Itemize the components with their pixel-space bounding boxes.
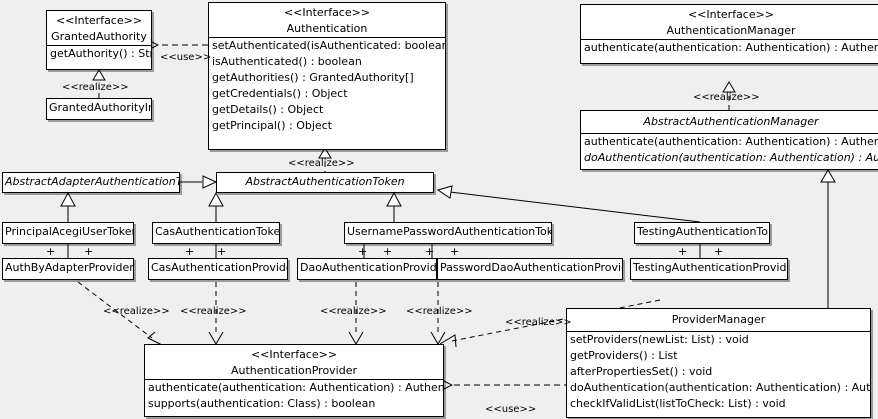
member-authenticate: authenticate(authentication: Authenticat… (584, 41, 878, 54)
member-list-authentication-provider: authenticate(authentication: Authenticat… (145, 380, 443, 412)
member-set-providers: setProviders(newList: List) : void (570, 333, 749, 346)
edge-label-realize-testing-provider: <<realize>> (505, 317, 572, 328)
edge-label-realize-authentication-manager: <<realize>> (693, 92, 760, 103)
member-do-authentication: doAuthentication(authentication: Authent… (570, 381, 870, 394)
edge-label-use-granted-authority: <<use>> (160, 52, 212, 63)
class-name-granted-authority: GrantedAuthority (51, 30, 147, 43)
class-box-principal-acegi-user-token[interactable]: PrincipalAcegiUserToken (2, 222, 134, 244)
member-list-provider-manager: setProviders(newList: List) : void getPr… (567, 332, 870, 412)
class-name-granted-authority-impl: GrantedAuthorityImpl (49, 101, 151, 114)
divider (145, 379, 443, 380)
member-get-authority: getAuthority() : String (50, 47, 151, 60)
edge-label-realize-granted-authority-impl: <<realize>> (62, 82, 129, 93)
class-box-dao-authentication-provider[interactable]: DaoAuthenticationProvider (297, 258, 437, 280)
member-check-if-valid-list: checkIfValidList(listToCheck: List) : vo… (570, 397, 786, 410)
class-box-authentication-provider[interactable]: <<Interface>> AuthenticationProvider aut… (144, 344, 444, 417)
role-marker-plus: + (450, 245, 460, 258)
class-box-abstract-authentication-token[interactable]: AbstractAuthenticationToken (216, 172, 434, 193)
class-name-password-dao-authentication-provider: PasswordDaoAuthenticationProvider (440, 261, 622, 274)
stereotype-label: <<Interface>> (687, 8, 775, 21)
member-get-providers: getProviders() : List (570, 349, 678, 362)
member-supports: supports(authentication: Class) : boolea… (148, 397, 376, 410)
class-name-cas-authentication-provider: CasAuthenticationProvider (151, 261, 287, 274)
class-name-abstract-authentication-token: AbstractAuthenticationToken (245, 175, 405, 188)
stereotype-label: <<Interface>> (250, 348, 338, 361)
divider (209, 37, 445, 38)
class-name-cas-authentication-token: CasAuthenticationToken (155, 225, 279, 238)
member-authenticate: authenticate(authentication: Authenticat… (584, 135, 878, 148)
divider (567, 331, 870, 332)
class-box-auth-by-adapter-provider[interactable]: AuthByAdapterProvider (2, 258, 134, 280)
divider (581, 133, 878, 134)
member-list-authentication-manager: authenticate(authentication: Authenticat… (581, 40, 878, 56)
role-marker-plus: + (678, 245, 688, 258)
member-get-authorities: getAuthorities() : GrantedAuthority[] (212, 71, 414, 84)
role-marker-plus: + (84, 245, 94, 258)
role-marker-plus: + (714, 245, 724, 258)
class-name-abstract-authentication-manager: AbstractAuthenticationManager (643, 115, 819, 128)
class-name-authentication-provider: AuthenticationProvider (230, 364, 358, 377)
member-is-authenticated: isAuthenticated() : boolean (212, 55, 362, 68)
edge-label-realize-auth-by-adapter: <<realize>> (103, 306, 170, 317)
member-after-properties-set: afterPropertiesSet() : void (570, 365, 713, 378)
class-box-granted-authority-impl[interactable]: GrantedAuthorityImpl (46, 98, 152, 120)
class-box-granted-authority[interactable]: <<Interface>> GrantedAuthority getAuthor… (46, 10, 152, 70)
class-box-password-dao-authentication-provider[interactable]: PasswordDaoAuthenticationProvider (437, 258, 623, 280)
divider (581, 39, 878, 40)
class-box-abstract-adapter-authentication-token[interactable]: AbstractAdapterAuthenticationToken (2, 172, 180, 193)
class-name-authentication: Authentication (286, 22, 368, 35)
class-name-testing-authentication-provider: TestingAuthenticationProvider (633, 261, 787, 274)
class-box-cas-authentication-token[interactable]: CasAuthenticationToken (152, 222, 280, 244)
class-box-username-password-authentication-token[interactable]: UsernamePasswordAuthenticationToken (344, 222, 552, 244)
role-marker-plus: + (358, 245, 368, 258)
role-marker-plus: + (425, 245, 435, 258)
member-list-authentication: setAuthenticated(isAuthenticated: boolea… (209, 38, 445, 134)
role-marker-plus: + (383, 245, 393, 258)
class-name-principal-acegi-user-token: PrincipalAcegiUserToken (5, 225, 133, 238)
class-name-dao-authentication-provider: DaoAuthenticationProvider (300, 261, 436, 274)
class-box-authentication-manager[interactable]: <<Interface>> AuthenticationManager auth… (580, 4, 878, 64)
edge-label-realize-password-dao-provider: <<realize>> (406, 306, 473, 317)
member-get-credentials: getCredentials() : Object (212, 87, 348, 100)
member-set-authenticated: setAuthenticated(isAuthenticated: boolea… (212, 39, 445, 52)
class-name-authentication-manager: AuthenticationManager (666, 24, 796, 37)
edge-label-realize-cas-provider: <<realize>> (180, 306, 247, 317)
edge-label-realize-dao-provider: <<realize>> (320, 306, 387, 317)
member-authenticate: authenticate(authentication: Authenticat… (148, 381, 443, 394)
stereotype-label: <<Interface>> (283, 6, 371, 19)
class-name-provider-manager: ProviderManager (671, 313, 766, 326)
member-list-granted-authority: getAuthority() : String (47, 46, 151, 62)
class-name-testing-authentication-token: TestingAuthenticationToken (637, 225, 769, 238)
member-get-details: getDetails() : Object (212, 103, 324, 116)
class-box-testing-authentication-token[interactable]: TestingAuthenticationToken (634, 222, 770, 244)
class-name-auth-by-adapter-provider: AuthByAdapterProvider (5, 261, 133, 274)
member-get-principal: getPrincipal() : Object (212, 119, 333, 132)
role-marker-plus: + (217, 245, 227, 258)
class-box-authentication[interactable]: <<Interface>> Authentication setAuthenti… (208, 2, 446, 150)
edge-label-realize-authentication: <<realize>> (288, 158, 355, 169)
class-box-cas-authentication-provider[interactable]: CasAuthenticationProvider (148, 258, 288, 280)
edge-label-use-provider-manager: <<use>> (485, 404, 537, 415)
member-list-abstract-authentication-manager: authenticate(authentication: Authenticat… (581, 134, 878, 166)
divider (47, 45, 151, 46)
role-marker-plus: + (185, 245, 195, 258)
role-marker-plus: + (46, 245, 56, 258)
class-name-username-password-authentication-token: UsernamePasswordAuthenticationToken (347, 225, 551, 238)
class-box-testing-authentication-provider[interactable]: TestingAuthenticationProvider (630, 258, 788, 280)
class-box-provider-manager[interactable]: ProviderManager setProviders(newList: Li… (566, 308, 871, 418)
class-name-abstract-adapter-authentication-token: AbstractAdapterAuthenticationToken (5, 175, 179, 188)
member-do-authentication: doAuthentication(authentication: Authent… (584, 151, 878, 164)
stereotype-label: <<Interface>> (55, 14, 143, 27)
class-box-abstract-authentication-manager[interactable]: AbstractAuthenticationManager authentica… (580, 110, 878, 170)
